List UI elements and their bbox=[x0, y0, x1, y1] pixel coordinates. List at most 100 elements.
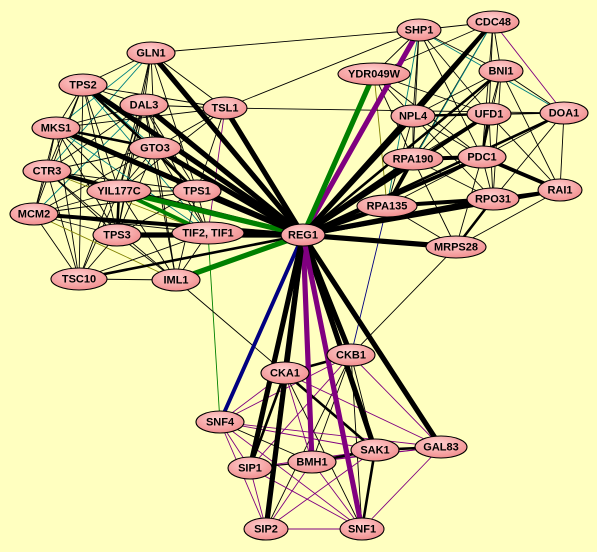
node-label: TSC10 bbox=[62, 274, 96, 286]
node-npl4[interactable]: NPL4 bbox=[390, 104, 436, 128]
node-shp1[interactable]: SHP1 bbox=[396, 18, 442, 42]
node-cka1[interactable]: CKA1 bbox=[260, 361, 310, 385]
node-rpa135[interactable]: RPA135 bbox=[356, 194, 418, 218]
node-tps2[interactable]: TPS2 bbox=[58, 73, 108, 97]
node-ufd1[interactable]: UFD1 bbox=[466, 102, 512, 126]
node-gln1[interactable]: GLN1 bbox=[126, 41, 176, 65]
node-rpo31[interactable]: RPO31 bbox=[466, 187, 520, 211]
edge-cdc48-pdc1 bbox=[481, 21, 494, 158]
edge-cka1-sak1 bbox=[283, 371, 377, 452]
node-shape bbox=[128, 136, 182, 160]
node-label: SAK1 bbox=[360, 445, 389, 457]
node-label: REG1 bbox=[288, 230, 318, 242]
node-reg1[interactable]: REG1 bbox=[280, 223, 326, 247]
node-shape bbox=[86, 179, 152, 203]
node-rai1[interactable]: RAI1 bbox=[537, 178, 583, 202]
edge-reg1-snf1 bbox=[300, 232, 365, 532]
node-snf4[interactable]: SNF4 bbox=[195, 410, 245, 434]
node-shape bbox=[31, 116, 81, 140]
node-shape bbox=[350, 438, 400, 462]
edge-bmh1-snf1 bbox=[311, 461, 363, 530]
node-sip1[interactable]: SIP1 bbox=[227, 456, 273, 480]
edge-cdc48-npl4 bbox=[411, 20, 495, 118]
edge-tps2-tps1 bbox=[81, 83, 199, 193]
node-iml1[interactable]: IML1 bbox=[151, 268, 201, 292]
node-shape bbox=[202, 96, 248, 120]
node-tsl1[interactable]: TSL1 bbox=[202, 96, 248, 120]
edge-reg1-snf4 bbox=[218, 233, 305, 424]
node-shape bbox=[227, 456, 273, 480]
edge-reg1-shp1 bbox=[300, 27, 422, 238]
edge-reg1-gln1 bbox=[148, 50, 306, 238]
node-label: UFD1 bbox=[475, 109, 504, 121]
node-cdc48[interactable]: CDC48 bbox=[466, 10, 520, 34]
node-sip2[interactable]: SIP2 bbox=[243, 517, 289, 541]
node-shape bbox=[260, 361, 310, 385]
node-doa1[interactable]: DOA1 bbox=[539, 101, 589, 125]
node-shape bbox=[390, 104, 436, 128]
node-shape bbox=[466, 102, 512, 126]
node-label: CKB1 bbox=[336, 350, 366, 362]
edge-doa1-rai1 bbox=[559, 112, 565, 191]
node-yil177c[interactable]: YIL177C bbox=[86, 179, 152, 203]
node-label: MKS1 bbox=[41, 123, 72, 135]
edge-reg1-sip1 bbox=[247, 232, 306, 471]
edge-shp1-ufd1 bbox=[418, 29, 490, 115]
node-mrps28[interactable]: MRPS28 bbox=[425, 235, 487, 259]
node-dal3[interactable]: DAL3 bbox=[119, 93, 169, 117]
edge-shp1-tsl1 bbox=[224, 29, 420, 109]
edge-snf4-sak1 bbox=[219, 421, 376, 451]
node-tif2[interactable]: TIF2, TIF1 bbox=[171, 221, 245, 245]
edge-cka1-snf1 bbox=[284, 372, 363, 530]
node-shape bbox=[539, 101, 589, 125]
node-mcm2[interactable]: MCM2 bbox=[9, 202, 59, 226]
edge-cdc48-doa1 bbox=[492, 21, 565, 114]
node-sak1[interactable]: SAK1 bbox=[350, 438, 400, 462]
edge-ckb1-gal83 bbox=[350, 354, 442, 448]
node-shape bbox=[466, 10, 520, 34]
node-label: TPS1 bbox=[183, 186, 211, 198]
node-label: GAL83 bbox=[423, 442, 458, 454]
node-pdc1[interactable]: PDC1 bbox=[457, 145, 507, 169]
node-shape bbox=[92, 223, 142, 247]
edge-reg1-tsc10 bbox=[77, 233, 305, 281]
node-shape bbox=[396, 18, 442, 42]
node-shape bbox=[457, 145, 507, 169]
edge-reg1-dal3 bbox=[141, 102, 306, 238]
node-tps3[interactable]: TPS3 bbox=[92, 223, 142, 247]
edge-ufd1-rai1 bbox=[488, 113, 561, 191]
node-label: YIL177C bbox=[97, 186, 140, 198]
node-rpa190[interactable]: RPA190 bbox=[382, 147, 444, 171]
node-label: YDR049W bbox=[348, 69, 401, 81]
node-label: CKA1 bbox=[270, 368, 300, 380]
node-label: DOA1 bbox=[549, 108, 580, 120]
node-snf1[interactable]: SNF1 bbox=[339, 517, 385, 541]
edge-tif2-snf4 bbox=[207, 232, 221, 423]
edge-reg1-yil177c bbox=[116, 188, 306, 238]
edge-reg1-gto3 bbox=[152, 145, 306, 238]
node-shape bbox=[172, 179, 222, 203]
node-gto3[interactable]: GTO3 bbox=[128, 136, 182, 160]
node-label: IML1 bbox=[163, 275, 188, 287]
node-ctr3[interactable]: CTR3 bbox=[22, 159, 72, 183]
node-mks1[interactable]: MKS1 bbox=[31, 116, 81, 140]
node-label: MRPS28 bbox=[434, 242, 478, 254]
node-shape bbox=[50, 267, 108, 291]
node-label: CTR3 bbox=[33, 166, 62, 178]
edge-tps2-mcm2 bbox=[33, 84, 84, 215]
node-ydr049w[interactable]: YDR049W bbox=[337, 62, 411, 86]
edge-snf4-gal83 bbox=[219, 421, 442, 448]
node-ckb1[interactable]: CKB1 bbox=[326, 343, 376, 367]
node-tsc10[interactable]: TSC10 bbox=[50, 267, 108, 291]
node-gal83[interactable]: GAL83 bbox=[414, 435, 468, 459]
node-bmh1[interactable]: BMH1 bbox=[287, 450, 337, 474]
node-shape bbox=[466, 187, 520, 211]
node-shape bbox=[151, 268, 201, 292]
node-bni1[interactable]: BNI1 bbox=[478, 59, 524, 83]
edge-bmh1-sip2 bbox=[265, 461, 313, 530]
node-tps1[interactable]: TPS1 bbox=[172, 179, 222, 203]
edge-iml1-cka1 bbox=[175, 279, 286, 374]
node-shape bbox=[326, 343, 376, 367]
